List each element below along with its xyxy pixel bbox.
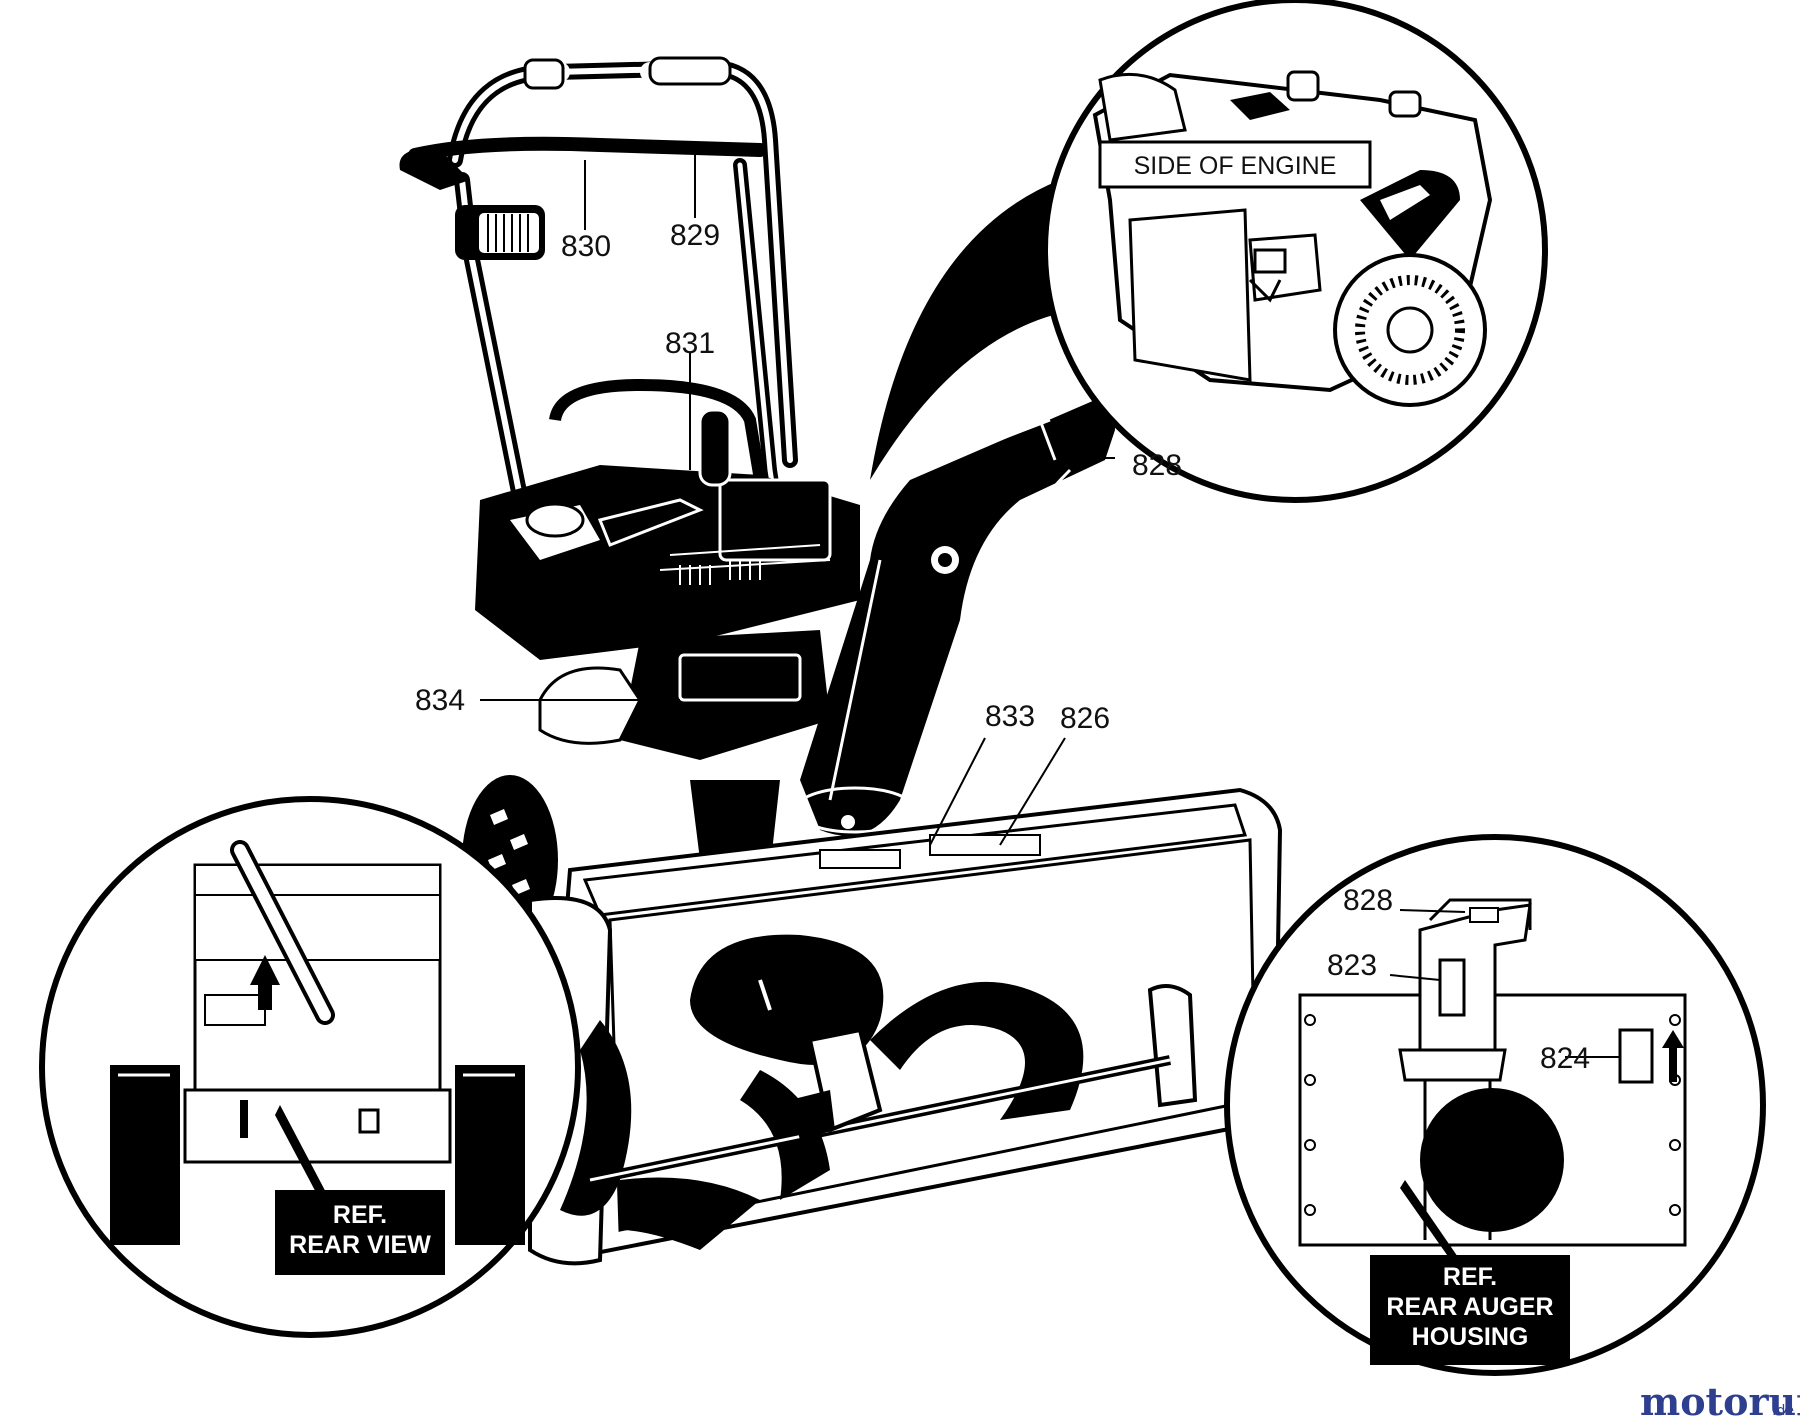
callout-829: 829 bbox=[670, 219, 720, 252]
callout-824: 824 bbox=[1540, 1042, 1590, 1075]
engine-body bbox=[475, 378, 860, 870]
handle-grip bbox=[399, 56, 732, 190]
callout-831: 831 bbox=[665, 327, 715, 360]
watermark-suffix: .de bbox=[1772, 1403, 1794, 1419]
leader-lines bbox=[480, 150, 1620, 1058]
callout-834: 834 bbox=[415, 684, 465, 717]
rear-view-inset: REF. REAR VIEW bbox=[39, 796, 581, 1338]
callout-828: 828 bbox=[1132, 449, 1182, 482]
rear-auger-title: REAR AUGER bbox=[1386, 1293, 1553, 1321]
handle-switch bbox=[455, 205, 545, 260]
rear-auger-subtitle: HOUSING bbox=[1412, 1323, 1529, 1351]
rear-auger-ref: REF. bbox=[1443, 1263, 1497, 1291]
callout-830: 830 bbox=[561, 230, 611, 263]
watermark-brand: motoruf bbox=[1640, 1379, 1800, 1424]
watermark-logo: motoruf .de bbox=[1640, 1379, 1800, 1424]
rear-auger-inset: REF. REAR AUGER HOUSING bbox=[1224, 834, 1766, 1376]
callout-828-inset: 828 bbox=[1343, 884, 1393, 917]
rear-view-title: REAR VIEW bbox=[289, 1231, 431, 1259]
engine-side-label: SIDE OF ENGINE bbox=[1134, 152, 1337, 180]
inset-pointer bbox=[870, 180, 1075, 480]
rear-view-ref: REF. bbox=[333, 1201, 387, 1229]
callout-833: 833 bbox=[985, 700, 1035, 733]
auger-blades bbox=[560, 934, 1172, 1250]
engine-side-inset: SIDE OF ENGINE bbox=[1042, 0, 1548, 503]
callout-823: 823 bbox=[1327, 949, 1377, 982]
callout-826: 826 bbox=[1060, 702, 1110, 735]
discharge-chute bbox=[793, 400, 1115, 836]
